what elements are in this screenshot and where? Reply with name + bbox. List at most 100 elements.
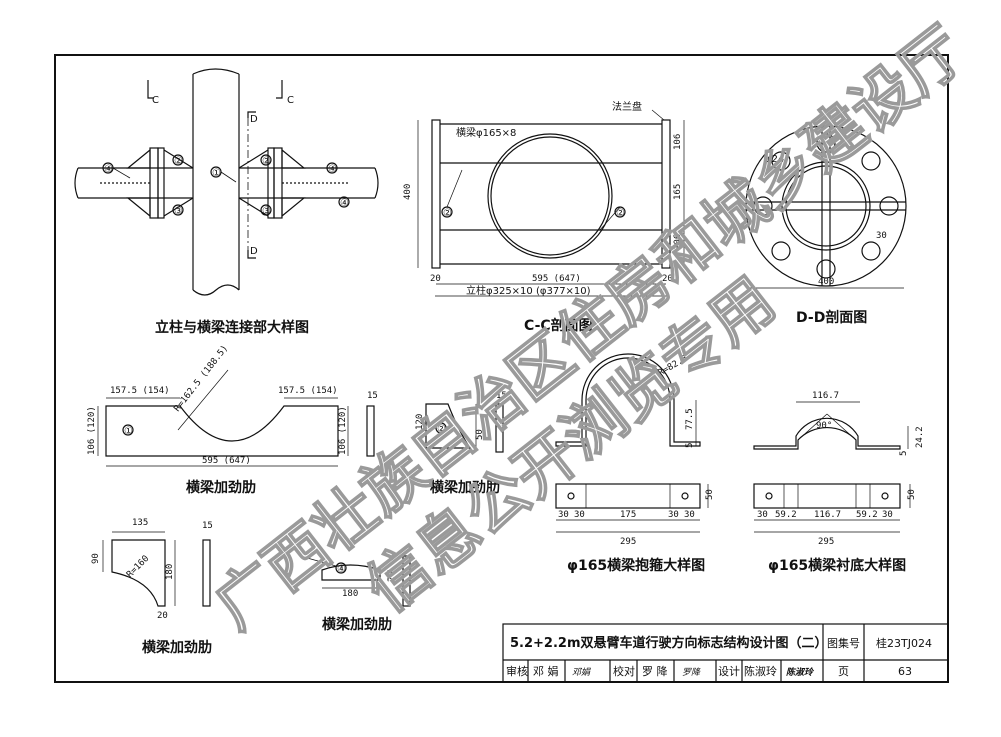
atlas-number: 桂23TJ024 (876, 636, 932, 650)
beam-label: 横梁φ165×8 (456, 126, 516, 139)
s1-dim-thickness: 15 (367, 391, 378, 401)
s4-dim-width: 180 (342, 589, 358, 599)
liner-dim-b1: 30 (757, 510, 768, 520)
hoop-detail-caption: φ165横梁抱箍大样图 (567, 557, 705, 574)
hoop-detail (555, 353, 709, 533)
liner-dim-b4: 59.2 (856, 510, 878, 520)
stiffener-4 (299, 555, 411, 607)
reviewer-signature: 邓娟 (572, 667, 591, 678)
s4-dim-height: 20 (387, 571, 397, 582)
joint-detail (74, 68, 379, 296)
stiffener-2 (425, 403, 504, 453)
watermark: 广西壮族自治区住房和城乡建设厅 信息公开浏览专用 (200, 12, 979, 644)
joint-detail-caption: 立柱与横梁连接部大样图 (155, 319, 309, 336)
cc-dim-mid-right: 165 (673, 184, 683, 200)
hole-label: φ24 (765, 154, 784, 165)
cc-dim-right-edge: 20 (662, 274, 673, 284)
s1-radius: R=162.5 (188.5) (172, 344, 230, 414)
hoop-dim-b5: 30 (684, 510, 695, 520)
s2-dim-thickness: 15 (496, 391, 507, 401)
liner-dim-top: 116.7 (812, 391, 839, 401)
page-number: 63 (898, 665, 912, 678)
hoop-dim-plate-height: 50 (705, 489, 715, 500)
dd-dim-slot: 30 (876, 231, 887, 241)
liner-dim-flange: 5 (899, 451, 909, 456)
liner-angle: 90° (816, 421, 832, 431)
s1-dim-right-top: 157.5 (154) (278, 386, 338, 396)
hoop-dim-b3: 175 (620, 510, 636, 520)
designer-signature: 陈淑玲 (786, 667, 815, 678)
design-label: 设计 (718, 665, 740, 678)
hoop-dim-b1: 30 (558, 510, 569, 520)
stiffener-3 (102, 531, 211, 607)
stiffener-1-caption: 横梁加劲肋 (186, 479, 256, 496)
check-label: 校对 (613, 664, 635, 678)
s3-dim-top: 135 (132, 518, 148, 528)
section-cc (417, 109, 685, 297)
marker-3-right: ③ (262, 206, 271, 217)
s3-radius: R=160 (125, 554, 151, 580)
section-d-bottom: D (250, 246, 258, 257)
outer-frame (54, 54, 949, 683)
cc-marker-2-right: ② (616, 208, 625, 219)
checker-signature: 罗降 (682, 667, 701, 678)
liner-dim-plate-height: 50 (907, 489, 917, 500)
marker-4-left: ④ (104, 164, 113, 175)
liner-dim-b5: 30 (882, 510, 893, 520)
s2-dim-mid: 50 (475, 429, 485, 440)
section-cc-caption: C-C剖面图 (524, 317, 593, 334)
marker-2-right: ② (262, 156, 271, 167)
stiffener-2-caption: 横梁加劲肋 (430, 479, 500, 496)
liner-detail-caption: φ165横梁衬底大样图 (768, 557, 906, 574)
cc-dim-bottom-right: 106 (673, 234, 683, 250)
liner-detail (753, 401, 911, 533)
cc-marker-2-left: ② (443, 208, 452, 219)
post-label: 立柱φ325×10 (φ377×10) (466, 284, 591, 297)
s4-marker: ④ (337, 564, 346, 575)
section-c-left: C (152, 95, 159, 106)
s1-dim-width: 595 (647) (202, 456, 251, 466)
liner-dim-b3: 116.7 (814, 510, 841, 520)
designer-name: 陈淑玲 (744, 664, 777, 678)
cc-dim-top-right: 106 (673, 134, 683, 150)
section-dd (745, 125, 907, 289)
cc-dim-inner-width: 595 (647) (532, 274, 581, 284)
stiffener-3-caption: 横梁加劲肋 (142, 639, 212, 656)
marker-3-left: ③ (174, 206, 183, 217)
s3-dim-thickness: 15 (202, 521, 213, 531)
cc-dim-left-edge: 20 (430, 274, 441, 284)
s1-dim-left-top: 157.5 (154) (110, 386, 170, 396)
s2-dim-height: 120 (415, 414, 425, 430)
reviewer-name: 邓 娟 (533, 664, 559, 678)
hoop-dim-flange: 5 (685, 443, 695, 448)
liner-dim-b2: 59.2 (775, 510, 797, 520)
s2-marker: ② (437, 424, 446, 435)
review-label: 审核 (506, 664, 528, 678)
atlas-label: 图集号 (827, 636, 860, 650)
hoop-dim-total: 295 (620, 537, 636, 547)
marker-4-right-a: ④ (328, 164, 337, 175)
marker-4-right-b: ④ (340, 198, 349, 209)
watermark-line-1: 广西壮族自治区住房和城乡建设厅 (201, 13, 979, 643)
liner-dim-height: 24.2 (915, 426, 925, 448)
s3-dim-bottom: 20 (157, 611, 168, 621)
dd-dim-width: 400 (818, 277, 834, 287)
cc-dim-height: 400 (403, 184, 413, 200)
s1-dim-left-height: 106 (120) (87, 406, 97, 455)
s3-dim-height: 180 (165, 564, 175, 580)
page-label: 页 (838, 665, 849, 678)
marker-2-left: ② (174, 156, 183, 167)
drawing-title: 5.2+2.2m双悬臂车道行驶方向标志结构设计图（二） (510, 635, 828, 651)
title-block (502, 623, 949, 683)
stiffener-1 (97, 369, 375, 467)
flange-label: 法兰盘 (612, 100, 642, 113)
section-dd-caption: D-D剖面图 (796, 309, 867, 326)
s3-dim-left: 90 (91, 553, 101, 564)
s1-dim-right-height: 106 (120) (338, 406, 348, 455)
stiffener-4-caption: 横梁加劲肋 (322, 616, 392, 633)
hoop-dim-height: 77.5 (685, 408, 695, 430)
hoop-dim-b4: 30 (668, 510, 679, 520)
section-d-top: D (250, 114, 258, 125)
liner-dim-total: 295 (818, 537, 834, 547)
